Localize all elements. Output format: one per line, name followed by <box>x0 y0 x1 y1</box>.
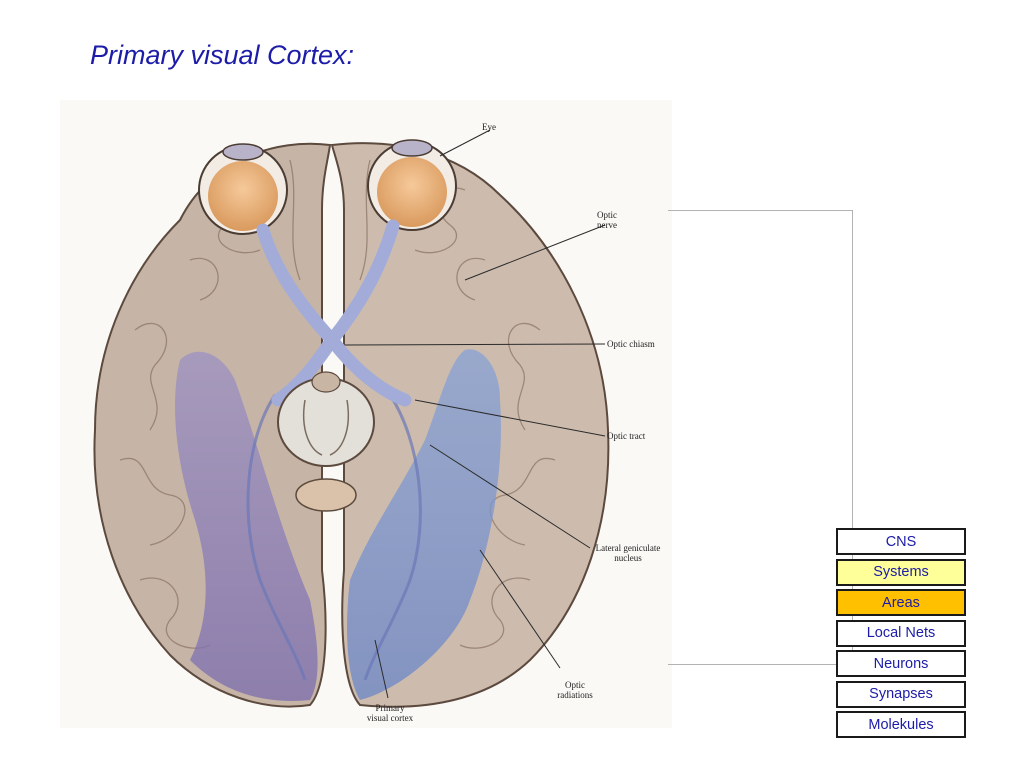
label-lgn-1: Lateral geniculate <box>595 543 661 553</box>
brain-illustration: Eye Optic nerve Optic chiasm Optic tract… <box>60 100 672 728</box>
level-neurons: Neurons <box>836 650 966 677</box>
optic-radiations <box>246 394 422 681</box>
label-lgn-2: nucleus <box>614 553 642 563</box>
level-systems: Systems <box>836 558 966 586</box>
level-areas: Areas <box>836 589 966 616</box>
brain-drawing <box>93 129 610 708</box>
organization-levels: CNS Systems Areas Local Nets Neurons Syn… <box>836 528 966 742</box>
leader-lines <box>344 129 606 699</box>
left-visual-cortex <box>175 351 318 701</box>
left-eye <box>198 143 288 235</box>
level-local-nets: Local Nets <box>836 619 966 647</box>
level-cns: CNS <box>836 528 966 555</box>
level-bracket-line <box>668 210 853 665</box>
label-primary-visual-cortex-2: visual cortex <box>366 713 414 723</box>
label-primary-visual-cortex-1: Primary <box>375 703 405 713</box>
right-visual-cortex <box>347 349 501 700</box>
slide-title: Primary visual Cortex: <box>90 40 355 70</box>
label-optic-tract: Optic tract <box>607 431 646 441</box>
level-molekules: Molekules <box>836 711 966 738</box>
label-optic-nerve-2: nerve <box>597 220 617 230</box>
level-synapses: Synapses <box>836 680 966 708</box>
label-eye: Eye <box>482 122 496 132</box>
label-optic-radiations-2: radiations <box>557 690 593 700</box>
label-optic-nerve-1: Optic <box>597 210 617 220</box>
right-eye <box>367 139 457 231</box>
label-optic-radiations-1: Optic <box>565 680 585 690</box>
optic-pathway <box>256 219 412 407</box>
brainstem <box>277 371 375 512</box>
label-optic-chiasm: Optic chiasm <box>607 339 655 349</box>
